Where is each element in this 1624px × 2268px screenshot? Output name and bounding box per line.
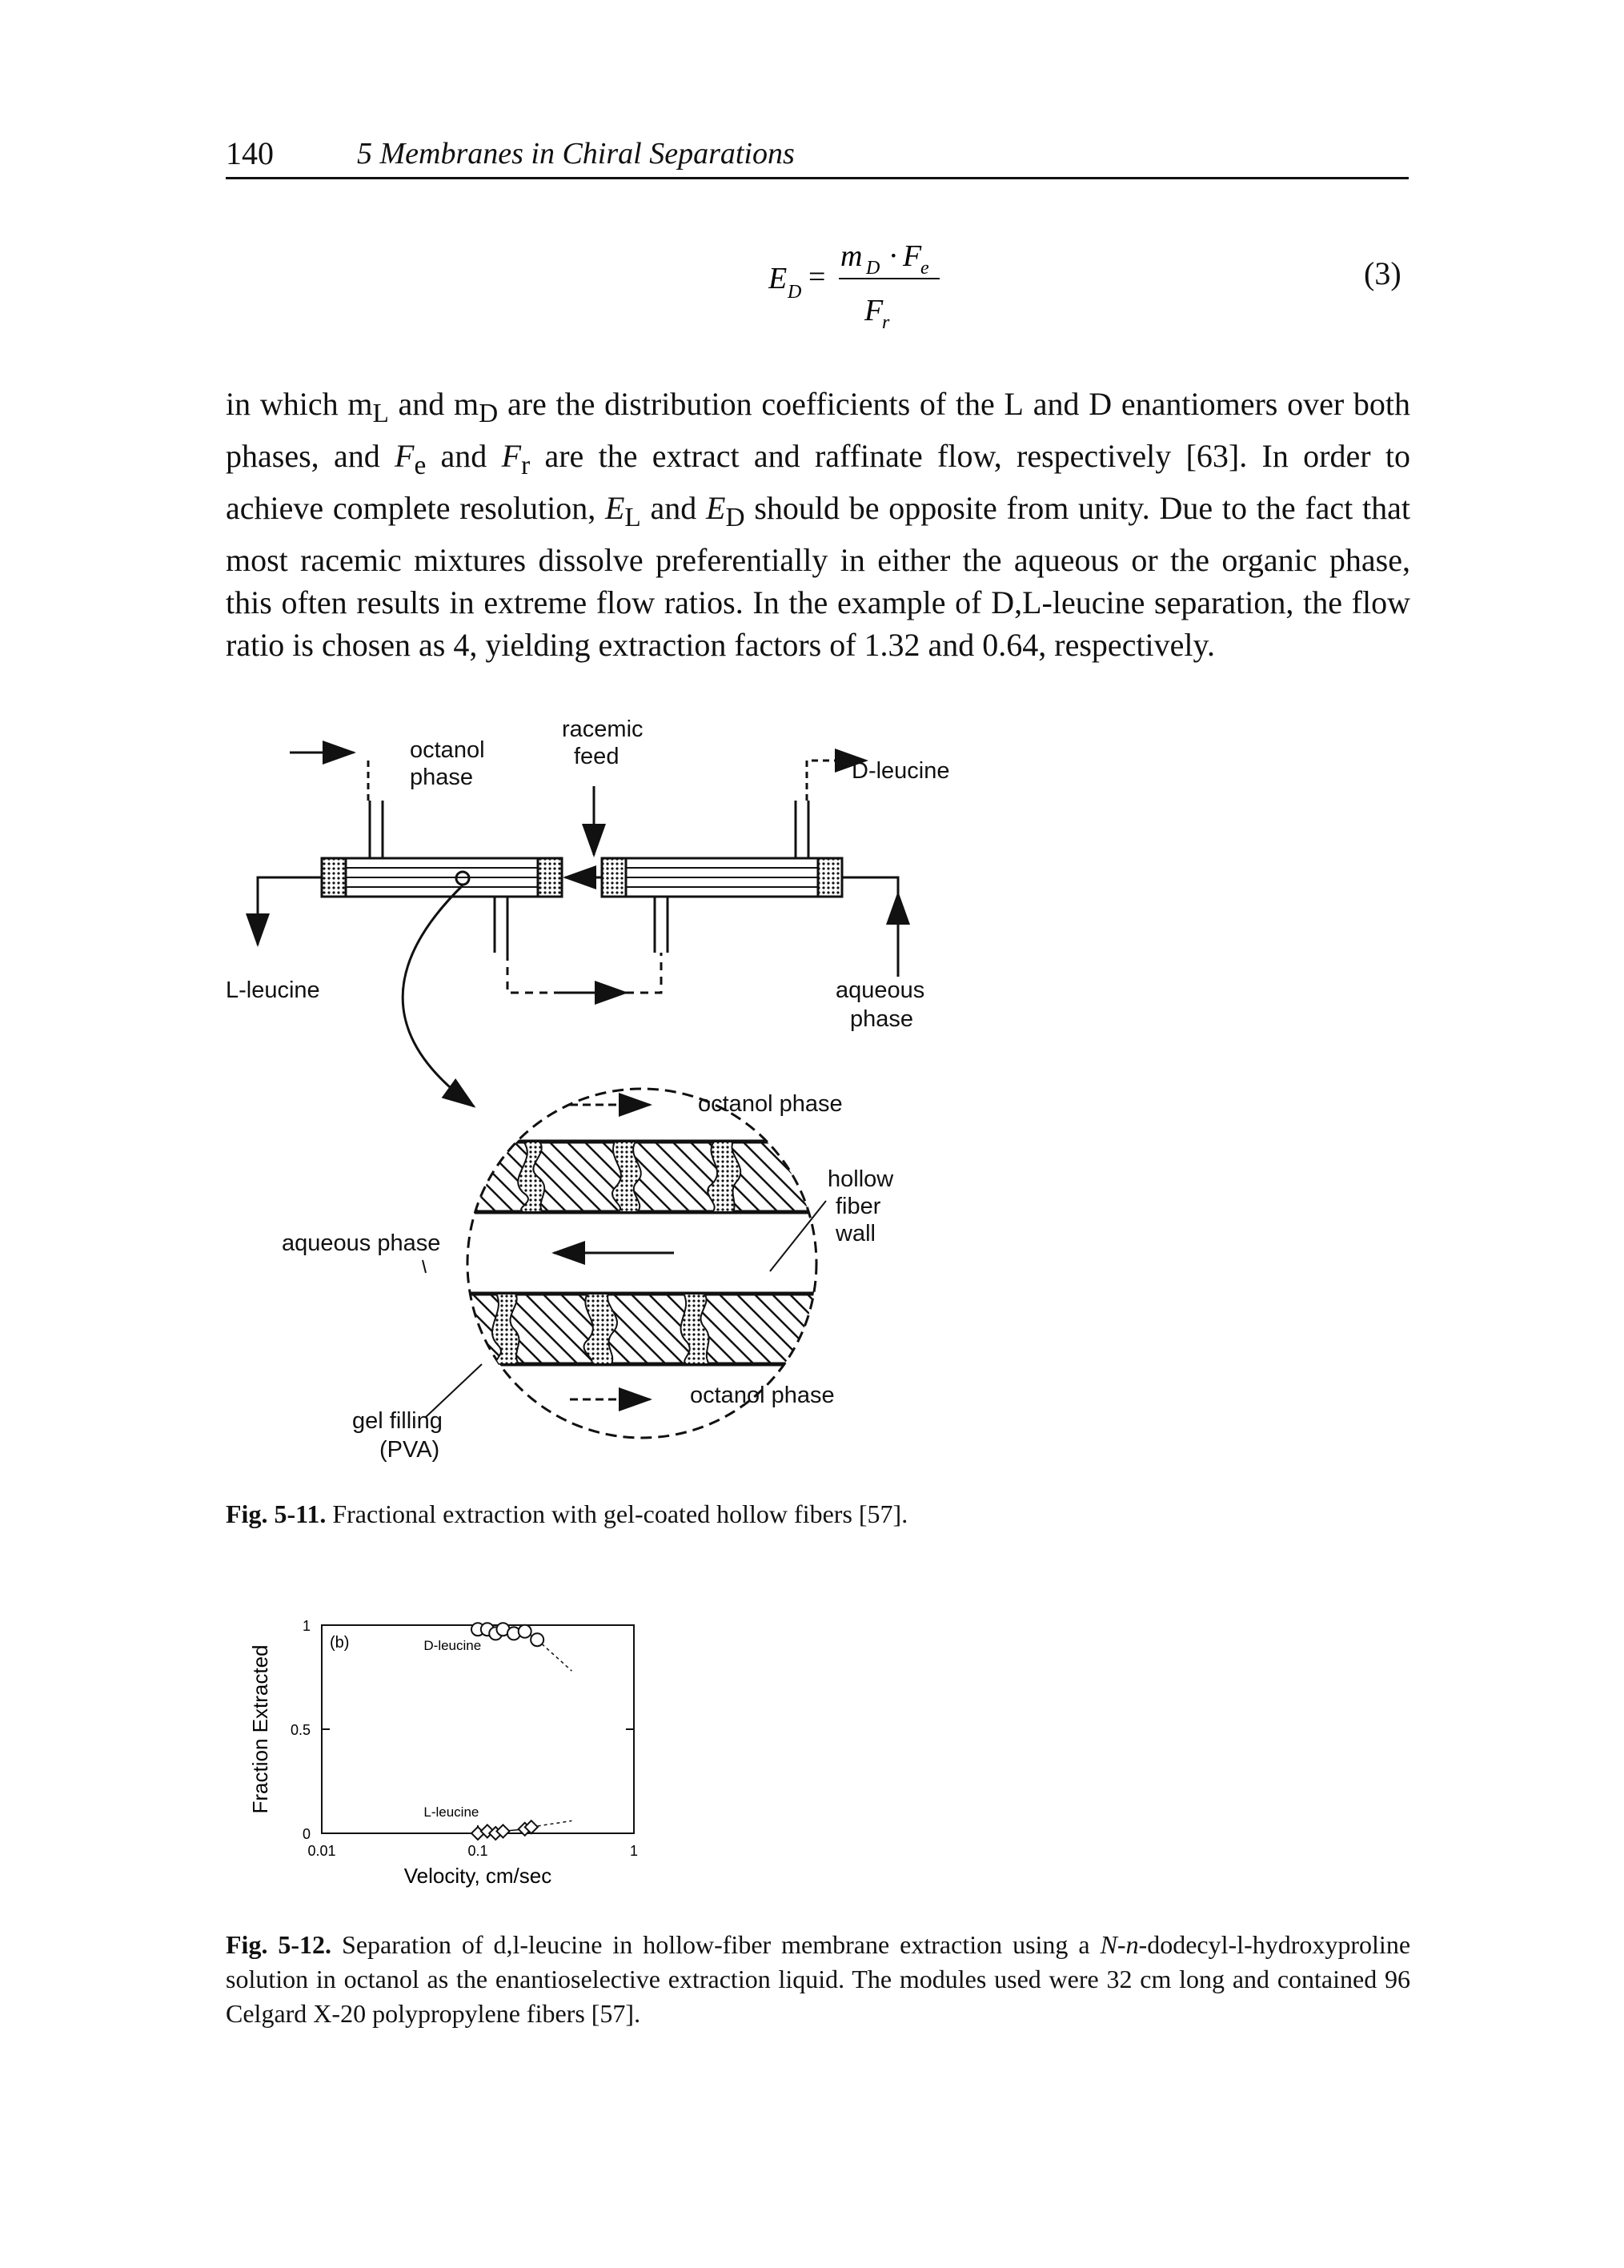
header-rule	[226, 177, 1409, 179]
zoom-origin-circle	[455, 870, 471, 886]
label-fiber-2: fiber	[836, 1194, 881, 1219]
gel-pore	[707, 1141, 742, 1213]
x-tick-label: 0.1	[467, 1843, 487, 1859]
eq-equals: =	[808, 260, 825, 294]
d-leucine-point	[530, 1632, 545, 1648]
series-trend-dashed	[531, 1820, 572, 1828]
right-module-top-port	[794, 801, 810, 858]
l-leucine-outlet-arrow	[246, 876, 322, 947]
fig-5-11-diagram: octanol phase racemic feed D-leucine L-l…	[226, 717, 950, 1463]
gel-pore	[680, 1293, 711, 1365]
label-racemic-feed-1: racemic	[562, 717, 644, 742]
label-octanol-phase-bottom: octanol phase	[690, 1383, 835, 1408]
eq-num-m-sub: D	[865, 258, 880, 279]
panel-label: (b)	[330, 1634, 349, 1652]
y-axis-label: Fraction Extracted	[248, 1645, 272, 1814]
body-paragraph: in which mL and mD are the distribution …	[226, 386, 1411, 663]
x-tick-label: 1	[630, 1843, 638, 1859]
series-label: L-leucine	[423, 1804, 479, 1820]
y-tick-label: 1	[303, 1618, 311, 1634]
label-racemic-feed-2: feed	[574, 744, 619, 769]
gel-pore	[517, 1141, 546, 1213]
x-tick-label: 0.01	[307, 1843, 335, 1859]
eq-lhs-E: E	[768, 262, 787, 295]
eq-num-m: m	[840, 239, 862, 273]
upper-fiber-wall	[467, 1140, 816, 1214]
y-tick-label: 0	[303, 1826, 311, 1842]
eq-den-F: F	[864, 294, 884, 327]
label-octanol-phase-in-2: phase	[410, 765, 473, 790]
label-aqueous-phase-in-2: phase	[850, 1006, 913, 1032]
gel-pore	[491, 1293, 520, 1365]
label-gel-filling-2: (PVA)	[379, 1437, 439, 1463]
label-d-leucine: D-leucine	[852, 758, 950, 784]
label-octanol-phase-top: octanol phase	[698, 1091, 843, 1117]
fig-5-11-caption: Fig. 5-11. Fractional extraction with ge…	[226, 1499, 908, 1528]
d-leucine-point	[517, 1624, 532, 1639]
gel-pore	[612, 1141, 642, 1213]
wall-pointer	[769, 1200, 827, 1272]
equation-number: (3)	[1364, 255, 1401, 291]
gel-pointer	[425, 1363, 483, 1418]
zoom-arrow	[401, 884, 476, 1108]
label-aqueous-phase: aqueous phase	[282, 1230, 440, 1256]
fig-5-12-caption: Fig. 5-12. Separation of d,l-leucine in …	[226, 1930, 1411, 2028]
eq-num-F-sub: e	[920, 258, 929, 279]
label-gel-filling-1: gel filling	[352, 1408, 443, 1434]
series-label: D-leucine	[423, 1638, 481, 1653]
equation-3: E D = m D · F e F r	[768, 239, 940, 333]
octanol-transfer-dashed	[506, 953, 663, 994]
label-hollow-1: hollow	[828, 1166, 894, 1192]
magnified-fiber-circle	[466, 1087, 818, 1439]
right-module-bottom-port	[653, 897, 669, 953]
y-tick-label: 0.5	[291, 1722, 311, 1738]
l-leucine-point	[523, 1819, 539, 1835]
label-l-leucine: L-leucine	[226, 977, 320, 1003]
label-octanol-phase-in-1: octanol	[410, 737, 485, 763]
label-aqueous-phase-in-1: aqueous	[836, 977, 924, 1003]
eq-num-dot: ·	[888, 239, 899, 273]
plot-frame	[321, 1624, 635, 1834]
x-axis-label: Velocity, cm/sec	[404, 1864, 551, 1888]
running-title: 5 Membranes in Chiral Separations	[357, 137, 795, 171]
eq-den-F-sub: r	[882, 312, 890, 333]
label-wall-3: wall	[835, 1221, 876, 1246]
page-number: 140	[226, 135, 274, 171]
left-module-top-port	[368, 801, 384, 858]
eq-num-F: F	[902, 239, 922, 273]
left-module-bottom-port	[493, 897, 509, 953]
series-trend-dashed	[536, 1639, 572, 1672]
l-leucine-point	[495, 1823, 511, 1839]
d-leucine-outlet-arrow	[805, 749, 868, 801]
eq-lhs-sub: D	[787, 282, 801, 303]
gel-pore	[583, 1293, 618, 1365]
